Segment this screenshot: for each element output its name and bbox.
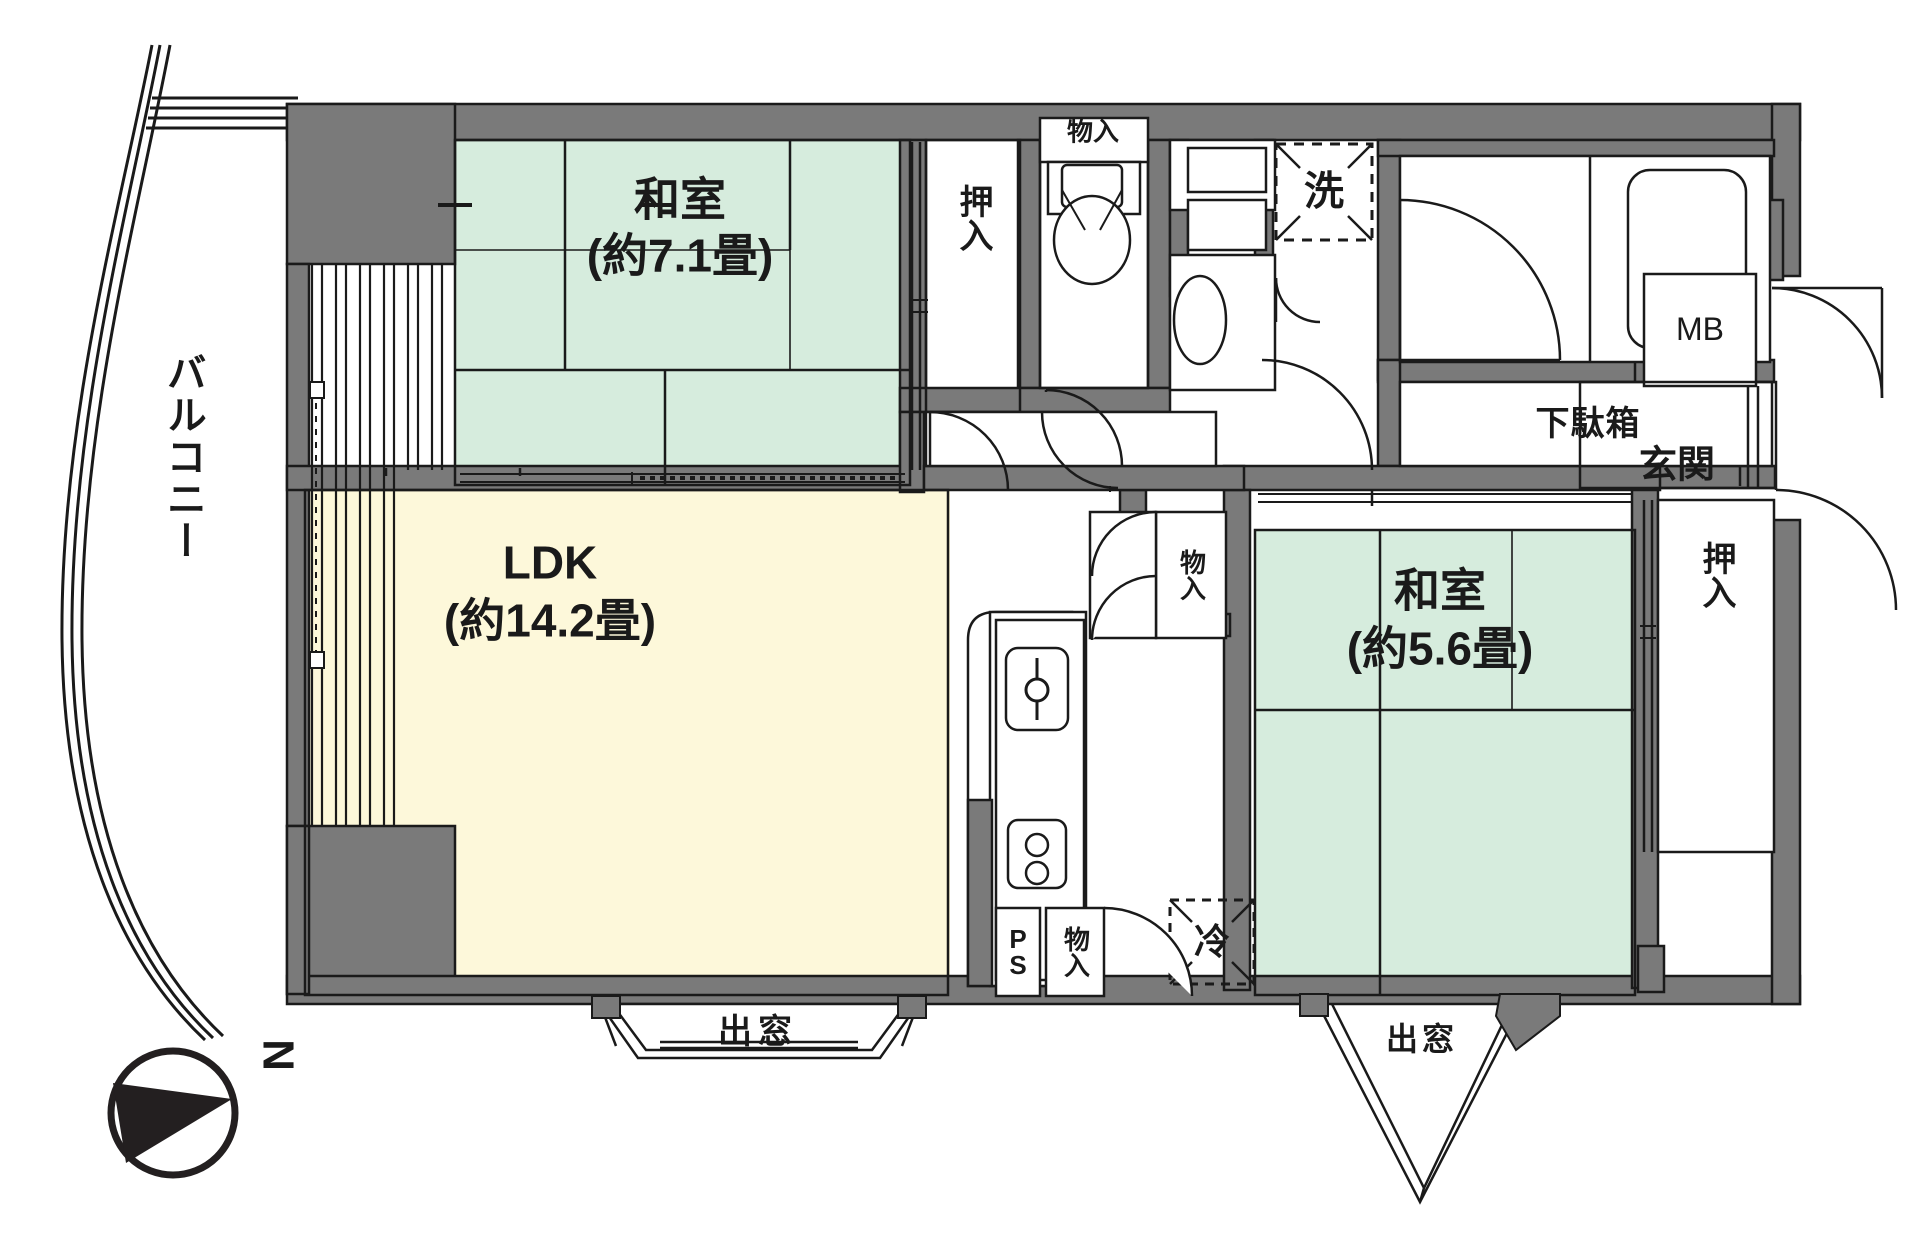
bay-window-right — [1316, 1003, 1524, 1205]
balcony-top-rails — [146, 96, 298, 130]
label-storage-toilet: 物入 — [1066, 116, 1120, 147]
compass-rose — [107, 1047, 239, 1179]
balcony-sliding-doors — [309, 264, 444, 826]
label-storage-hall: 物入 — [1176, 549, 1207, 601]
label-balcony: バルコニー — [160, 352, 205, 562]
bay-left-jamb-b — [897, 995, 927, 1019]
washer-marker — [1274, 142, 1374, 242]
room-label-ldk: LDK (約14.2畳) — [443, 536, 657, 646]
tatami-floor-5-6 — [1255, 530, 1645, 995]
label-washer: 洗 — [1304, 169, 1344, 214]
bay-right-jamb-a — [1299, 993, 1329, 1017]
fusuma-tracks — [384, 468, 905, 484]
label-entrance: 玄関 — [1638, 444, 1716, 487]
label-closet-top: 押入 — [954, 184, 993, 252]
kitchen-side-wall — [966, 798, 994, 988]
kitchen-bottom-boxes — [994, 906, 1194, 998]
label-compass-north: N — [253, 1039, 303, 1071]
label-closet-right: 押入 — [1697, 541, 1736, 609]
bay-right-jamb-b — [1494, 993, 1561, 1052]
thin-structure-lines — [303, 116, 1898, 997]
room-label-dash-right — [642, 203, 676, 207]
room-label-washitsu-7-1: 和室 (約7.1畳) — [586, 173, 774, 281]
fusuma-5-6 — [1109, 486, 1632, 506]
label-meter-box: MB — [1676, 311, 1724, 348]
bay-left-jamb-a — [591, 995, 621, 1019]
label-bay-window-right: 出窓 — [1385, 1021, 1459, 1058]
tatami-floor-7-1 — [455, 140, 910, 485]
room-label-washitsu-5-6: 和室 (約5.6畳) — [1346, 564, 1534, 674]
label-fridge: 冷 — [1193, 920, 1231, 962]
label-bay-window-left: 出窓 — [718, 1012, 798, 1051]
label-shoe-box: 下駄箱 — [1535, 404, 1641, 443]
balcony-railing — [60, 44, 225, 1042]
label-storage-kitchen: 物入 — [1060, 926, 1091, 978]
room-label-dash-left — [438, 203, 472, 207]
